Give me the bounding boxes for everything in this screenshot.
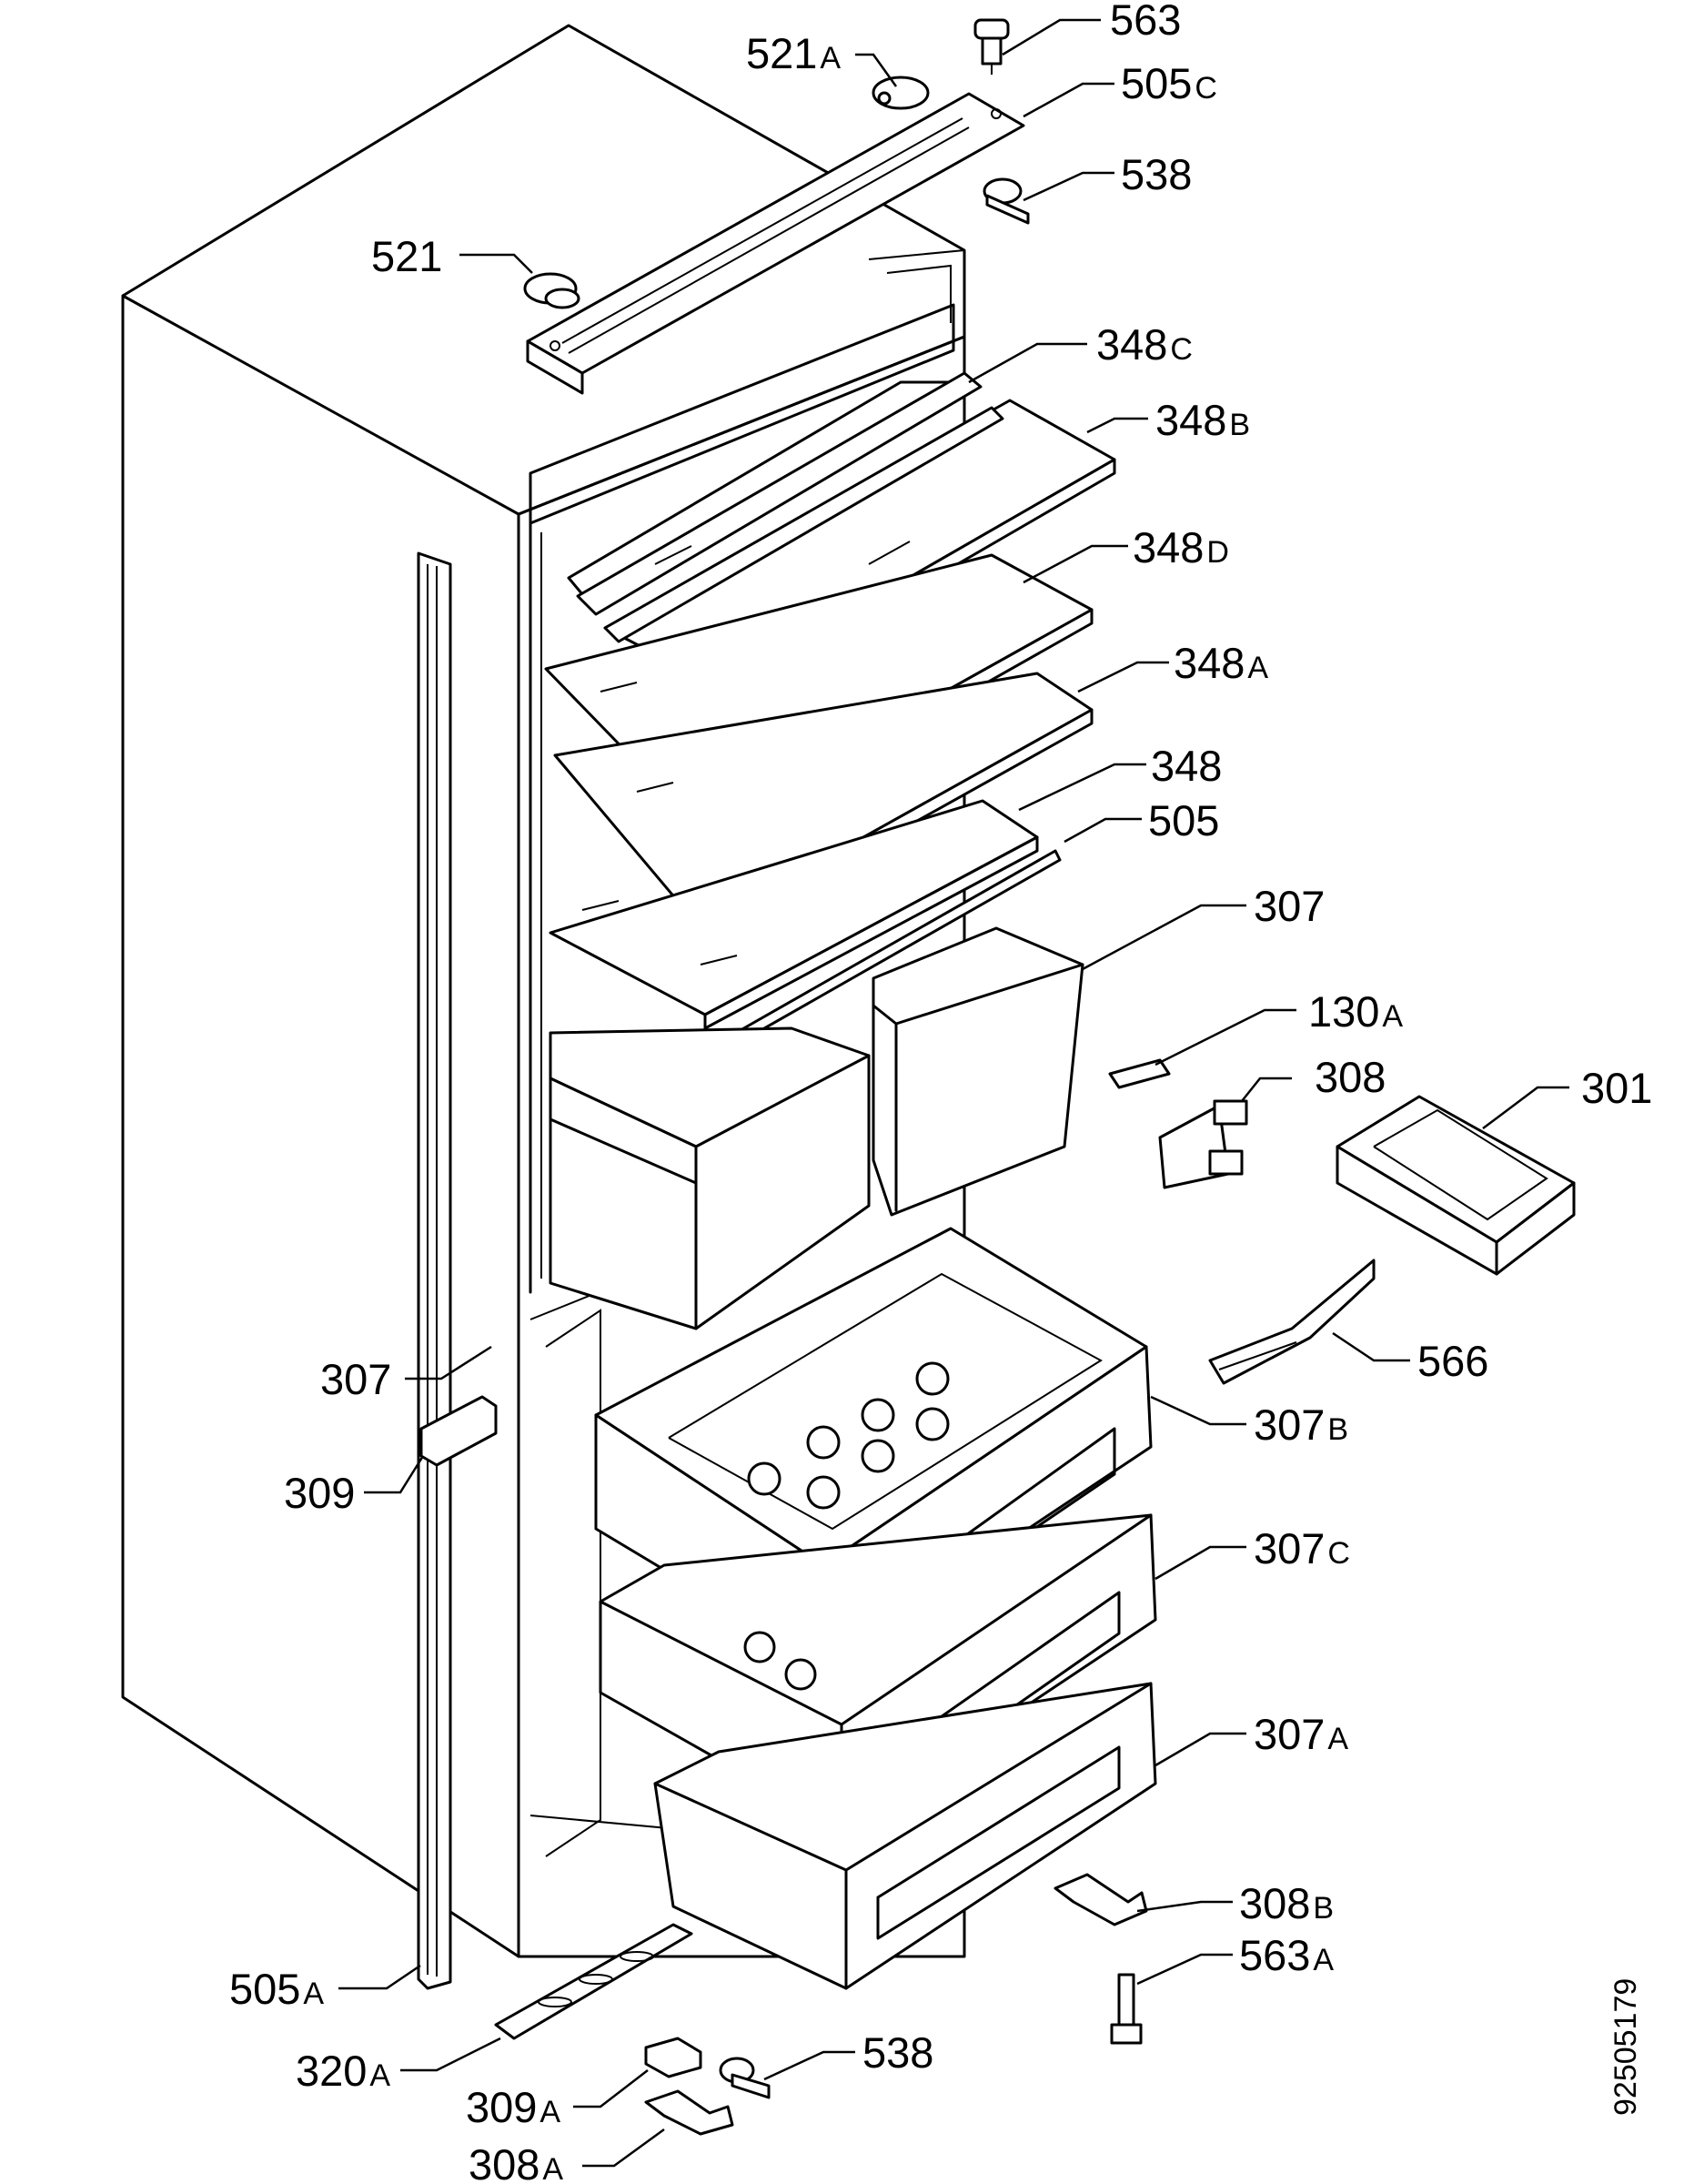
callout-521a: 521A	[746, 29, 841, 77]
callout-348c: 348C	[1096, 320, 1193, 369]
cabinet	[121, 24, 966, 1958]
catch-309	[419, 1395, 498, 1467]
callout-320a: 320A	[296, 2047, 390, 2095]
hinge-538-top	[983, 177, 1030, 225]
crisper-drawer-right	[872, 926, 1084, 1217]
callout-labels: 563 521A 505C 538 521 348C 348B 348D 348…	[229, 0, 1652, 2184]
callout-348a: 348A	[1174, 639, 1268, 687]
bearing-521	[523, 272, 580, 309]
ice-tray-301	[1336, 1095, 1576, 1276]
top-rail	[526, 92, 1025, 395]
callout-538-bottom: 538	[862, 2028, 933, 2077]
door-seal-strip	[417, 551, 452, 1990]
clip-130a	[1108, 1058, 1171, 1089]
callout-348: 348	[1151, 742, 1222, 790]
leader-lines	[338, 18, 1569, 2168]
callout-130a: 130A	[1308, 987, 1403, 1036]
callout-301: 301	[1581, 1064, 1652, 1112]
callout-307-left: 307	[320, 1355, 391, 1403]
callout-348d: 348D	[1133, 523, 1229, 571]
pin-563a	[1110, 1973, 1143, 2045]
shelf-348	[549, 799, 1039, 1030]
hinge-538-bottom	[719, 2057, 771, 2099]
callout-308a: 308A	[469, 2140, 563, 2184]
callout-309a: 309A	[466, 2083, 560, 2131]
crisper-drawer-left	[549, 1026, 871, 1330]
callout-308: 308	[1315, 1053, 1386, 1101]
callout-307a: 307A	[1254, 1710, 1348, 1758]
callout-348b: 348B	[1155, 396, 1250, 444]
drawing-number: 92505179	[1608, 1978, 1643, 2116]
callout-505: 505	[1148, 796, 1219, 844]
scraper-566	[1208, 1259, 1376, 1385]
callout-505c: 505C	[1121, 59, 1217, 107]
callout-309: 309	[284, 1469, 355, 1517]
shelf-348c	[567, 371, 983, 616]
cover-309a	[644, 2037, 702, 2078]
pin-563	[973, 18, 1010, 75]
callout-307c: 307C	[1254, 1524, 1350, 1572]
hinge-plate-320a	[494, 1923, 693, 2040]
callout-563a: 563A	[1239, 1931, 1334, 1979]
callout-307-right: 307	[1254, 882, 1325, 930]
hinge-308a	[644, 2089, 734, 2136]
hinge-308b	[1054, 1873, 1148, 1926]
callout-563: 563	[1110, 0, 1181, 44]
bracket-308	[1158, 1099, 1248, 1189]
callout-505a: 505A	[229, 1965, 324, 2013]
callout-308b: 308B	[1239, 1879, 1334, 1927]
callout-521: 521	[371, 232, 442, 280]
callout-538-top: 538	[1121, 150, 1192, 198]
bearing-521a	[872, 76, 930, 110]
callout-566: 566	[1417, 1337, 1488, 1385]
callout-307b: 307B	[1254, 1400, 1348, 1449]
freezer-basket-307a	[653, 1682, 1157, 1990]
